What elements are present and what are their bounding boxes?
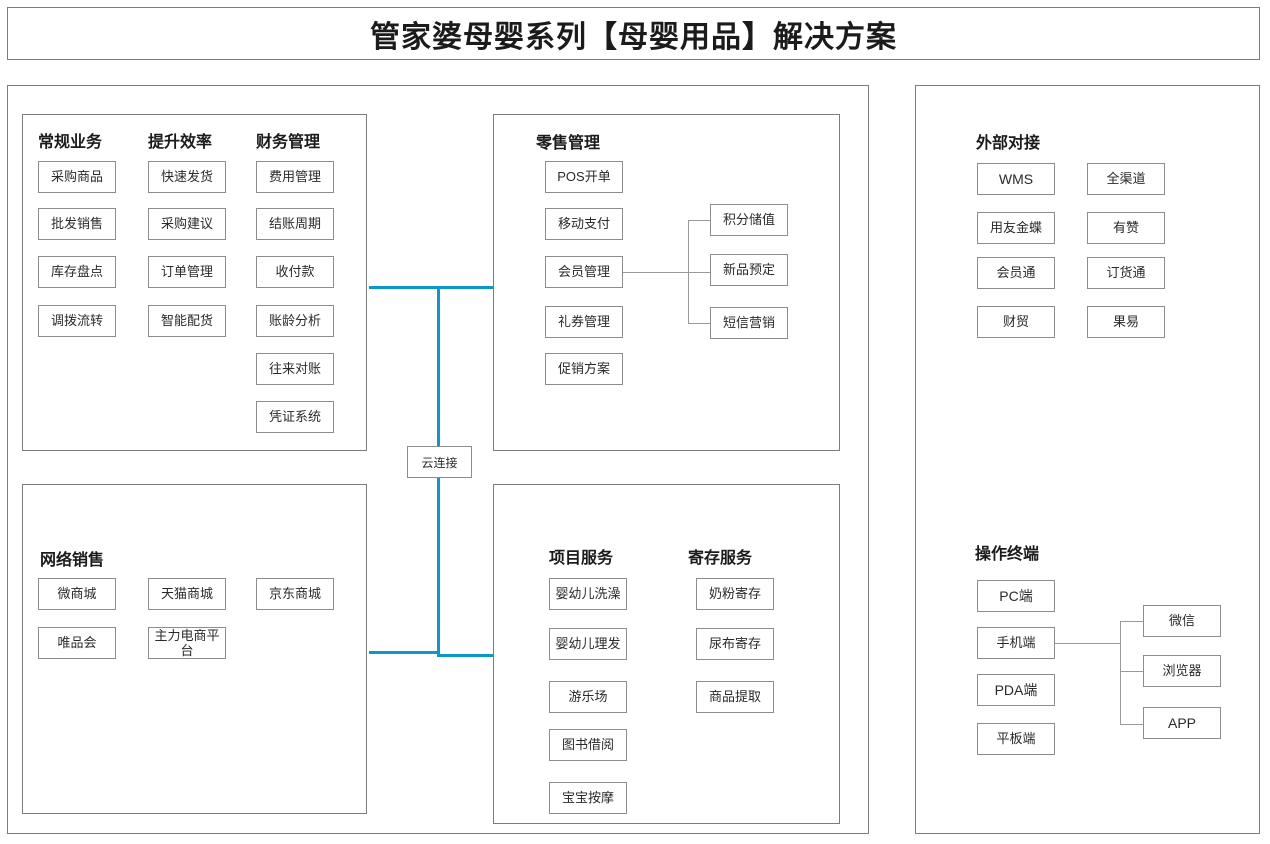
group-heading-project-service: 项目服务 [549, 550, 614, 567]
wire-mobile-branch-1 [1120, 621, 1143, 622]
node-new-product-booking[interactable]: 新品预定 [710, 254, 788, 286]
node-finance-trade[interactable]: 财贸 [977, 306, 1055, 338]
node-aging-analysis[interactable]: 账龄分析 [256, 305, 334, 337]
wire-member-branch-1 [688, 220, 710, 221]
node-browser[interactable]: 浏览器 [1143, 655, 1221, 687]
node-purchase-goods[interactable]: 采购商品 [38, 161, 116, 193]
node-purchase-advice[interactable]: 采购建议 [148, 208, 226, 240]
node-vip-shop[interactable]: 唯品会 [38, 627, 116, 659]
node-pos-billing[interactable]: POS开单 [545, 161, 623, 193]
page-title-bar: 管家婆母婴系列【母婴用品】解决方案 [7, 7, 1260, 60]
node-promotion-plan[interactable]: 促销方案 [545, 353, 623, 385]
group-heading-regular-business: 常规业务 [38, 134, 103, 151]
cloud-wire-bottom-right [437, 654, 493, 657]
wire-mobile-spine [1120, 621, 1121, 724]
node-tmall-mall[interactable]: 天猫商城 [148, 578, 226, 610]
cloud-connect-node[interactable]: 云连接 [407, 446, 472, 478]
wire-mobile-branch-2 [1120, 671, 1143, 672]
node-jd-mall[interactable]: 京东商城 [256, 578, 334, 610]
node-baby-massage[interactable]: 宝宝按摩 [549, 782, 627, 814]
node-goods-pickup[interactable]: 商品提取 [696, 681, 774, 713]
node-wechat[interactable]: 微信 [1143, 605, 1221, 637]
cloud-wire-bottom-left [369, 651, 440, 654]
node-wms[interactable]: WMS [977, 163, 1055, 195]
cloud-connect-label: 云连接 [421, 455, 458, 470]
group-heading-finance: 财务管理 [256, 134, 321, 151]
node-settlement-cycle[interactable]: 结账周期 [256, 208, 334, 240]
node-order-pass[interactable]: 订货通 [1087, 257, 1165, 289]
node-guoyi[interactable]: 果易 [1087, 306, 1165, 338]
node-stock-count[interactable]: 库存盘点 [38, 256, 116, 288]
wire-mobile-trunk [1055, 643, 1120, 644]
node-book-borrowing[interactable]: 图书借阅 [549, 729, 627, 761]
node-diaper-storage[interactable]: 尿布寄存 [696, 628, 774, 660]
node-order-management[interactable]: 订单管理 [148, 256, 226, 288]
wire-member-spine [688, 220, 689, 323]
node-voucher-system[interactable]: 凭证系统 [256, 401, 334, 433]
node-omni-channel[interactable]: 全渠道 [1087, 163, 1165, 195]
group-heading-online-sales: 网络销售 [40, 552, 105, 569]
node-coupon-management[interactable]: 礼券管理 [545, 306, 623, 338]
node-points-stored-value[interactable]: 积分储值 [710, 204, 788, 236]
node-app[interactable]: APP [1143, 707, 1221, 739]
node-youzan[interactable]: 有赞 [1087, 212, 1165, 244]
node-fast-shipping[interactable]: 快速发货 [148, 161, 226, 193]
node-pc-terminal[interactable]: PC端 [977, 580, 1055, 612]
node-sms-marketing[interactable]: 短信营销 [710, 307, 788, 339]
page-title: 管家婆母婴系列【母婴用品】解决方案 [370, 20, 897, 54]
node-wechat-mall[interactable]: 微商城 [38, 578, 116, 610]
wire-mobile-branch-3 [1120, 724, 1143, 725]
node-expense-management[interactable]: 费用管理 [256, 161, 334, 193]
node-reconciliation[interactable]: 往来对账 [256, 353, 334, 385]
group-heading-operation-terminal: 操作终端 [975, 546, 1040, 563]
node-infant-bath[interactable]: 婴幼儿洗澡 [549, 578, 627, 610]
node-member-pass[interactable]: 会员通 [977, 257, 1055, 289]
node-wholesale-sales[interactable]: 批发销售 [38, 208, 116, 240]
node-pda-terminal[interactable]: PDA端 [977, 674, 1055, 706]
node-infant-haircut[interactable]: 婴幼儿理发 [549, 628, 627, 660]
node-smart-allocation[interactable]: 智能配货 [148, 305, 226, 337]
group-heading-retail: 零售管理 [536, 135, 601, 152]
service-panel [493, 484, 840, 824]
node-main-ecommerce-platform[interactable]: 主力电商平台 [148, 627, 226, 659]
node-transfer-flow[interactable]: 调拨流转 [38, 305, 116, 337]
wire-member-branch-2 [688, 272, 710, 273]
group-heading-storage-service: 寄存服务 [688, 550, 753, 567]
node-milk-powder-storage[interactable]: 奶粉寄存 [696, 578, 774, 610]
group-heading-efficiency: 提升效率 [148, 134, 213, 151]
node-receipt-payment[interactable]: 收付款 [256, 256, 334, 288]
node-tablet-terminal[interactable]: 平板端 [977, 723, 1055, 755]
node-mobile-terminal[interactable]: 手机端 [977, 627, 1055, 659]
group-heading-external-docking: 外部对接 [976, 135, 1041, 152]
node-member-management[interactable]: 会员管理 [545, 256, 623, 288]
cloud-wire-top-right [437, 286, 493, 289]
node-playground[interactable]: 游乐场 [549, 681, 627, 713]
wire-member-branch-3 [688, 323, 710, 324]
node-yonyou-kingdee[interactable]: 用友金蝶 [977, 212, 1055, 244]
node-mobile-payment[interactable]: 移动支付 [545, 208, 623, 240]
wire-member-trunk [623, 272, 688, 273]
cloud-wire-top-left [369, 286, 493, 289]
